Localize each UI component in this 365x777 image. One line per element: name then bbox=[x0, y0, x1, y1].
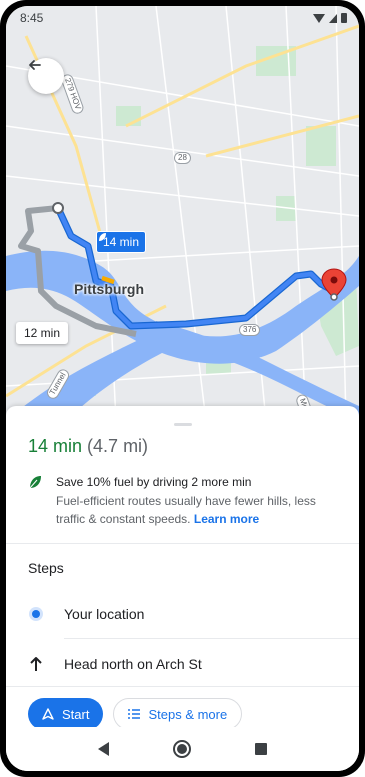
status-time: 8:45 bbox=[20, 11, 44, 25]
eco-leaf-icon bbox=[29, 476, 41, 489]
status-icons bbox=[313, 13, 347, 23]
status-bar: 8:45 bbox=[6, 6, 359, 30]
back-button[interactable] bbox=[28, 58, 64, 94]
park-area bbox=[306, 126, 336, 166]
route-time-badge[interactable]: 14 min bbox=[96, 231, 147, 253]
start-label: Start bbox=[62, 706, 90, 722]
action-buttons: Start Steps & more bbox=[28, 698, 243, 730]
learn-more-link[interactable]: Learn more bbox=[193, 512, 260, 526]
wifi-icon bbox=[313, 13, 325, 23]
steps-more-button[interactable]: Steps & more bbox=[113, 698, 243, 730]
park-area bbox=[276, 196, 296, 221]
city-label: Pittsburgh bbox=[74, 281, 144, 297]
signal-icon bbox=[329, 13, 337, 23]
eco-route-info: Save 10% fuel by driving 2 more min Fuel… bbox=[28, 474, 348, 528]
directions-sheet: 14 min (4.7 mi) Save 10% fuel by driving… bbox=[6, 406, 359, 771]
step-item[interactable]: Your location bbox=[28, 606, 144, 622]
nav-back-icon[interactable] bbox=[98, 742, 109, 756]
alternate-route-badge[interactable]: 12 min bbox=[16, 322, 69, 344]
eta-time: 14 min bbox=[28, 436, 83, 456]
river bbox=[6, 334, 166, 421]
map-canvas bbox=[6, 6, 359, 421]
list-icon bbox=[128, 709, 141, 719]
leaf-icon bbox=[99, 233, 106, 241]
system-nav-bar bbox=[6, 727, 359, 771]
route-line[interactable] bbox=[55, 205, 337, 329]
start-button[interactable]: Start bbox=[28, 698, 104, 730]
alternate-route-time: 12 min bbox=[24, 326, 61, 340]
navigation-arrow-icon bbox=[42, 708, 54, 720]
divider bbox=[64, 638, 359, 639]
step-label: Head north on Arch St bbox=[64, 656, 202, 672]
eco-description-text: Fuel-efficient routes usually have fewer… bbox=[56, 494, 316, 526]
arrow-left-icon bbox=[29, 60, 41, 70]
road-shield: 376 bbox=[239, 324, 261, 336]
battery-icon bbox=[341, 13, 347, 23]
divider bbox=[6, 686, 359, 687]
divider bbox=[6, 543, 359, 544]
route-distance: (4.7 mi) bbox=[87, 436, 149, 456]
alternate-route bbox=[18, 205, 137, 337]
road-shield: 28 bbox=[174, 152, 191, 164]
nav-home-icon[interactable] bbox=[173, 740, 191, 758]
screen: 8:45 279 HOV 28 376 Tunnel Mo Pittsburgh… bbox=[6, 6, 359, 771]
destination-pin-icon[interactable] bbox=[321, 268, 347, 301]
arrow-up-icon bbox=[30, 657, 42, 671]
steps-heading: Steps bbox=[28, 560, 64, 576]
river bbox=[156, 321, 359, 421]
step-label: Your location bbox=[64, 606, 145, 622]
step-item[interactable]: Head north on Arch St bbox=[28, 656, 202, 672]
eco-description: Fuel-efficient routes usually have fewer… bbox=[56, 492, 348, 528]
park-area bbox=[116, 106, 141, 126]
nav-recents-icon[interactable] bbox=[255, 743, 267, 755]
drag-handle[interactable] bbox=[174, 423, 192, 426]
eco-title: Save 10% fuel by driving 2 more min bbox=[56, 475, 252, 489]
map-view[interactable]: 8:45 279 HOV 28 376 Tunnel Mo Pittsburgh… bbox=[6, 6, 359, 421]
steps-more-label: Steps & more bbox=[148, 706, 228, 722]
location-dot-icon bbox=[28, 606, 44, 622]
route-summary: 14 min (4.7 mi) bbox=[28, 436, 148, 457]
origin-marker[interactable] bbox=[52, 202, 64, 214]
route-time-label: 14 min bbox=[103, 235, 140, 249]
traffic-segment bbox=[101, 275, 115, 285]
